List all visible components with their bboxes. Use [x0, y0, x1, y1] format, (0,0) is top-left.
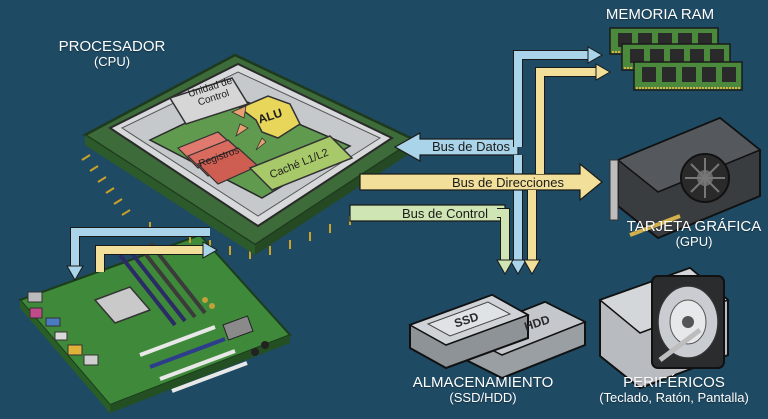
storage-subtitle: (SSD/HDD) — [449, 390, 517, 406]
data-bus-arrow — [393, 46, 604, 276]
io-ports — [27, 291, 99, 366]
capacitors — [202, 297, 269, 356]
peripheral-disk — [598, 266, 730, 390]
ssd-drive — [408, 293, 530, 370]
alu-block — [238, 95, 301, 139]
storage-title: ALMACENAMIENTO — [412, 374, 554, 391]
motherboard-ram-slots — [118, 241, 207, 327]
graphics-card — [609, 116, 762, 240]
gpu-title: TARJETA GRÁFICA — [626, 218, 762, 235]
gpu-subtitle: (GPU) — [675, 234, 713, 250]
pci-slots — [139, 325, 248, 393]
peripherals-label: PERIFÉRICOS (Teclado, Ratón, Pantalla) — [584, 374, 764, 406]
peripherals-title: PERIFÉRICOS — [623, 374, 725, 391]
ram-title: MEMORIA RAM — [605, 6, 715, 23]
motherboard — [18, 233, 292, 413]
cache-block — [248, 135, 354, 191]
disk-actuator-arm — [658, 328, 702, 362]
storage-label: ALMACENAMIENTO (SSD/HDD) — [408, 374, 558, 406]
ram-modules — [609, 27, 743, 91]
gpu-label: TARJETA GRÁFICA (GPU) — [626, 218, 762, 250]
ram-label: MEMORIA RAM — [600, 6, 720, 23]
cpu-chip — [81, 53, 418, 259]
address-bus-label: Bus de Direcciones — [452, 175, 564, 190]
control-bus-label: Bus de Control — [402, 206, 488, 221]
cpu-subtitle: (CPU) — [93, 54, 131, 70]
cpu-label: PROCESADOR (CPU) — [52, 38, 172, 70]
gpu-bracket — [609, 159, 619, 221]
registers-block — [176, 131, 260, 185]
data-bus-label: Bus de Datos — [432, 139, 511, 154]
peripherals-subtitle: (Teclado, Ratón, Pantalla) — [599, 390, 749, 406]
cpu-socket — [93, 286, 152, 324]
cpu-title: PROCESADOR — [58, 38, 166, 55]
control-bus-arrow — [349, 204, 514, 276]
address-bus-arrow — [359, 63, 612, 276]
cpu-internal-arrows — [231, 105, 267, 151]
chipset — [222, 315, 254, 341]
board-link-arrows — [66, 227, 219, 282]
